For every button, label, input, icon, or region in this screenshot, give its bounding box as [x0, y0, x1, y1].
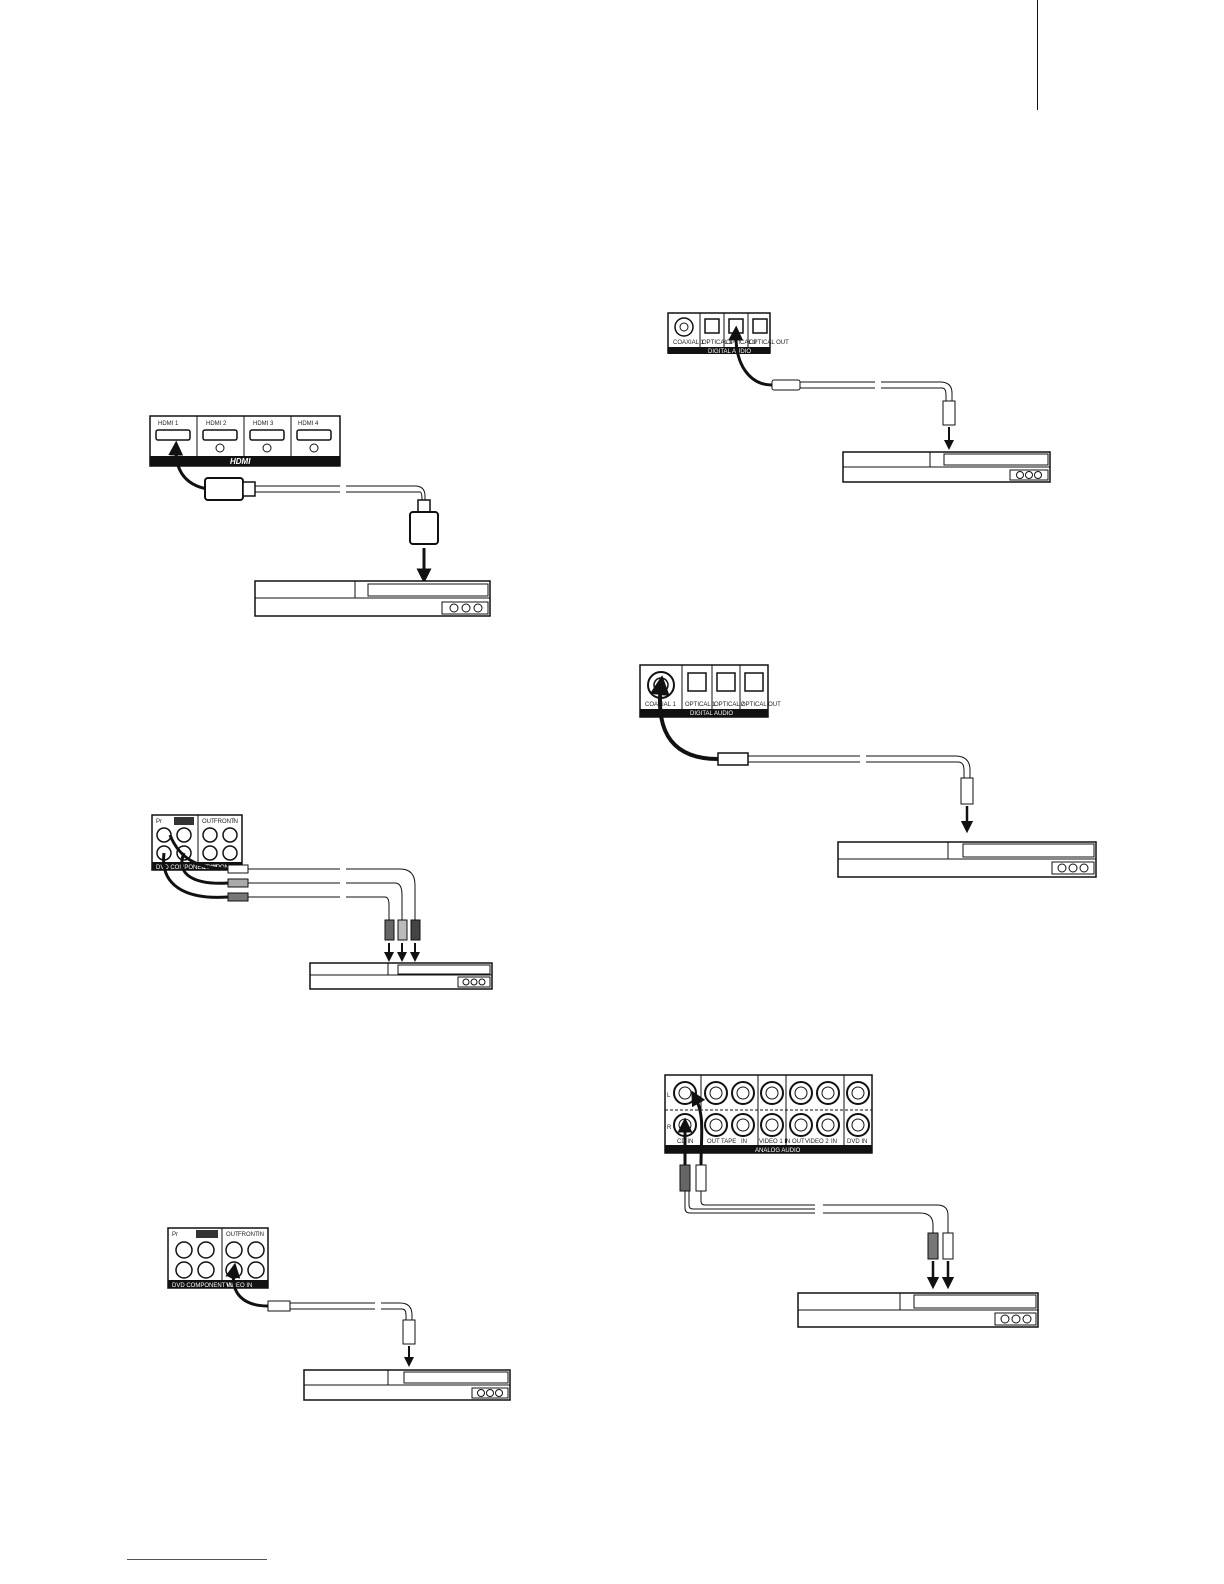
port-label: OPTICAL 2: [726, 340, 757, 346]
jack-label: VIDEO 2: [805, 1139, 829, 1145]
panel-caption: DIGITAL AUDIO: [690, 711, 733, 717]
optical-audio-diagram: COAXIAL 1 OPTICAL 1 OPTICAL 2 OPTICAL OU…: [667, 312, 1051, 483]
component-label: IN: [232, 819, 238, 825]
hdmi-port-label: HDMI 4: [298, 421, 319, 427]
jack-label: OUT: [707, 1139, 720, 1145]
hdmi-connection-diagram: HDMI 1 HDMI 2 HDMI 3 HDMI 4 HDMI: [149, 415, 491, 617]
tape-jack[interactable]: [704, 1113, 728, 1137]
component-label: Pr: [156, 819, 162, 825]
hdmi-port-4[interactable]: HDMI 4: [296, 421, 332, 453]
hdmi-port-label: HDMI 1: [158, 421, 179, 427]
source-device: [309, 962, 493, 990]
panel-caption: ANALOG AUDIO: [755, 1148, 801, 1154]
jack-label: IN: [831, 1139, 837, 1145]
optical-cable: [728, 325, 956, 450]
jack[interactable]: [175, 1241, 193, 1259]
source-device: [842, 451, 1051, 483]
jack[interactable]: [197, 1261, 215, 1279]
component-video-diagram: Pr OUT FRONT IN DVD COMPONENT IN COMPONE…: [151, 814, 493, 990]
jack[interactable]: [175, 1261, 193, 1279]
hdmi-logo: HDMI: [230, 457, 251, 466]
jack[interactable]: [247, 1241, 265, 1259]
cd-in-left-jack[interactable]: [673, 1081, 697, 1105]
jack[interactable]: [222, 827, 238, 843]
composite-video-diagram: Pr OUT FRONT IN DVD COMPONENT IN VIDEO I…: [167, 1227, 511, 1401]
dvd-in-jack[interactable]: [846, 1081, 870, 1105]
port-label: OPTICAL 1: [702, 340, 733, 346]
port-label: OPTICAL OUT: [749, 340, 789, 346]
port-label: OPTICAL 2: [714, 702, 745, 708]
composite-caption: VIDEO IN: [226, 1283, 252, 1289]
analog-cable: [677, 1090, 955, 1290]
optical-out-port[interactable]: [752, 318, 768, 334]
component-label: FRONT: [214, 819, 235, 825]
video2-jack[interactable]: [816, 1113, 840, 1137]
jack[interactable]: [202, 827, 218, 843]
coaxial-1-jack[interactable]: [674, 317, 694, 337]
optical-1-port[interactable]: [687, 672, 707, 692]
jack[interactable]: [197, 1241, 215, 1259]
port-label: OPTICAL 1: [685, 702, 716, 708]
video1-jack[interactable]: [760, 1113, 784, 1137]
hdmi-port-label: HDMI 3: [253, 421, 274, 427]
hdmi-port-3[interactable]: HDMI 3: [249, 421, 285, 453]
row-label: R: [667, 1125, 672, 1131]
tape-jack[interactable]: [731, 1113, 755, 1137]
hdmi-port-1[interactable]: HDMI 1: [155, 421, 191, 441]
coaxial-audio-diagram: COAXIAL 1 OPTICAL 1 OPTICAL 2 OPTICAL OU…: [639, 664, 1097, 878]
component-cable: [162, 834, 421, 962]
source-device: [303, 1369, 511, 1401]
port-label: OPTICAL OUT: [741, 702, 781, 708]
analog-audio-panel: L R CD IN OUT TAPE IN VIDEO 1 IN OUT VID…: [664, 1074, 873, 1154]
optical-2-port[interactable]: [728, 318, 744, 334]
composite-label: IN: [258, 1232, 264, 1238]
jack[interactable]: [222, 845, 238, 861]
jack-label: DVD IN: [847, 1139, 867, 1145]
jack[interactable]: [176, 827, 192, 843]
jack[interactable]: [247, 1261, 265, 1279]
optical-1-port[interactable]: [704, 318, 720, 334]
composite-label: FRONT: [238, 1232, 259, 1238]
video2-jack[interactable]: [816, 1081, 840, 1105]
row-label: L: [667, 1093, 671, 1099]
source-device: [797, 1292, 1039, 1328]
digital-audio-panel: COAXIAL 1 OPTICAL 1 OPTICAL 2 OPTICAL OU…: [667, 312, 789, 355]
jack-label: TAPE: [721, 1139, 736, 1145]
coaxial-cable: [649, 675, 974, 834]
port-label: COAXIAL 1: [673, 340, 704, 346]
optical-2-port[interactable]: [716, 672, 736, 692]
video1-jack[interactable]: [760, 1081, 784, 1105]
page-edge-mark: [1037, 0, 1038, 110]
hdmi-port-label: HDMI 2: [206, 421, 227, 427]
video2-jack[interactable]: [789, 1081, 813, 1105]
composite-caption: DVD COMPONENT IN: [172, 1283, 233, 1289]
jack-label: OUT: [792, 1139, 805, 1145]
composite-cable: [225, 1262, 416, 1367]
footer-link-underline[interactable]: [127, 1559, 267, 1560]
optical-out-port[interactable]: [744, 672, 764, 692]
source-device: [254, 580, 491, 617]
video2-jack[interactable]: [789, 1113, 813, 1137]
analog-audio-diagram: L R CD IN OUT TAPE IN VIDEO 1 IN OUT VID…: [664, 1074, 1039, 1328]
composite-input-panel: Pr OUT FRONT IN DVD COMPONENT IN VIDEO I…: [167, 1227, 269, 1289]
tape-jack[interactable]: [731, 1081, 755, 1105]
composite-label: OUT: [226, 1232, 239, 1238]
jack[interactable]: [225, 1241, 243, 1259]
source-device: [837, 841, 1097, 878]
panel-caption: DIGITAL AUDIO: [708, 349, 751, 355]
hdmi-port-2[interactable]: HDMI 2: [202, 421, 238, 453]
hdmi-cable: [168, 440, 439, 584]
component-input-panel: Pr OUT FRONT IN DVD COMPONENT IN COMPONE…: [151, 814, 249, 871]
jack[interactable]: [202, 845, 218, 861]
dvd-in-jack[interactable]: [846, 1113, 870, 1137]
component-caption: DVD COMPONENT IN: [156, 865, 217, 871]
component-label: OUT: [202, 819, 215, 825]
composite-label: Pr: [172, 1232, 178, 1238]
pr-jack[interactable]: [156, 827, 172, 843]
hdmi-input-panel: HDMI 1 HDMI 2 HDMI 3 HDMI 4 HDMI: [149, 415, 341, 467]
jack-label: IN: [741, 1139, 747, 1145]
jack-label: VIDEO 1 IN: [759, 1139, 790, 1145]
tape-jack[interactable]: [704, 1081, 728, 1105]
